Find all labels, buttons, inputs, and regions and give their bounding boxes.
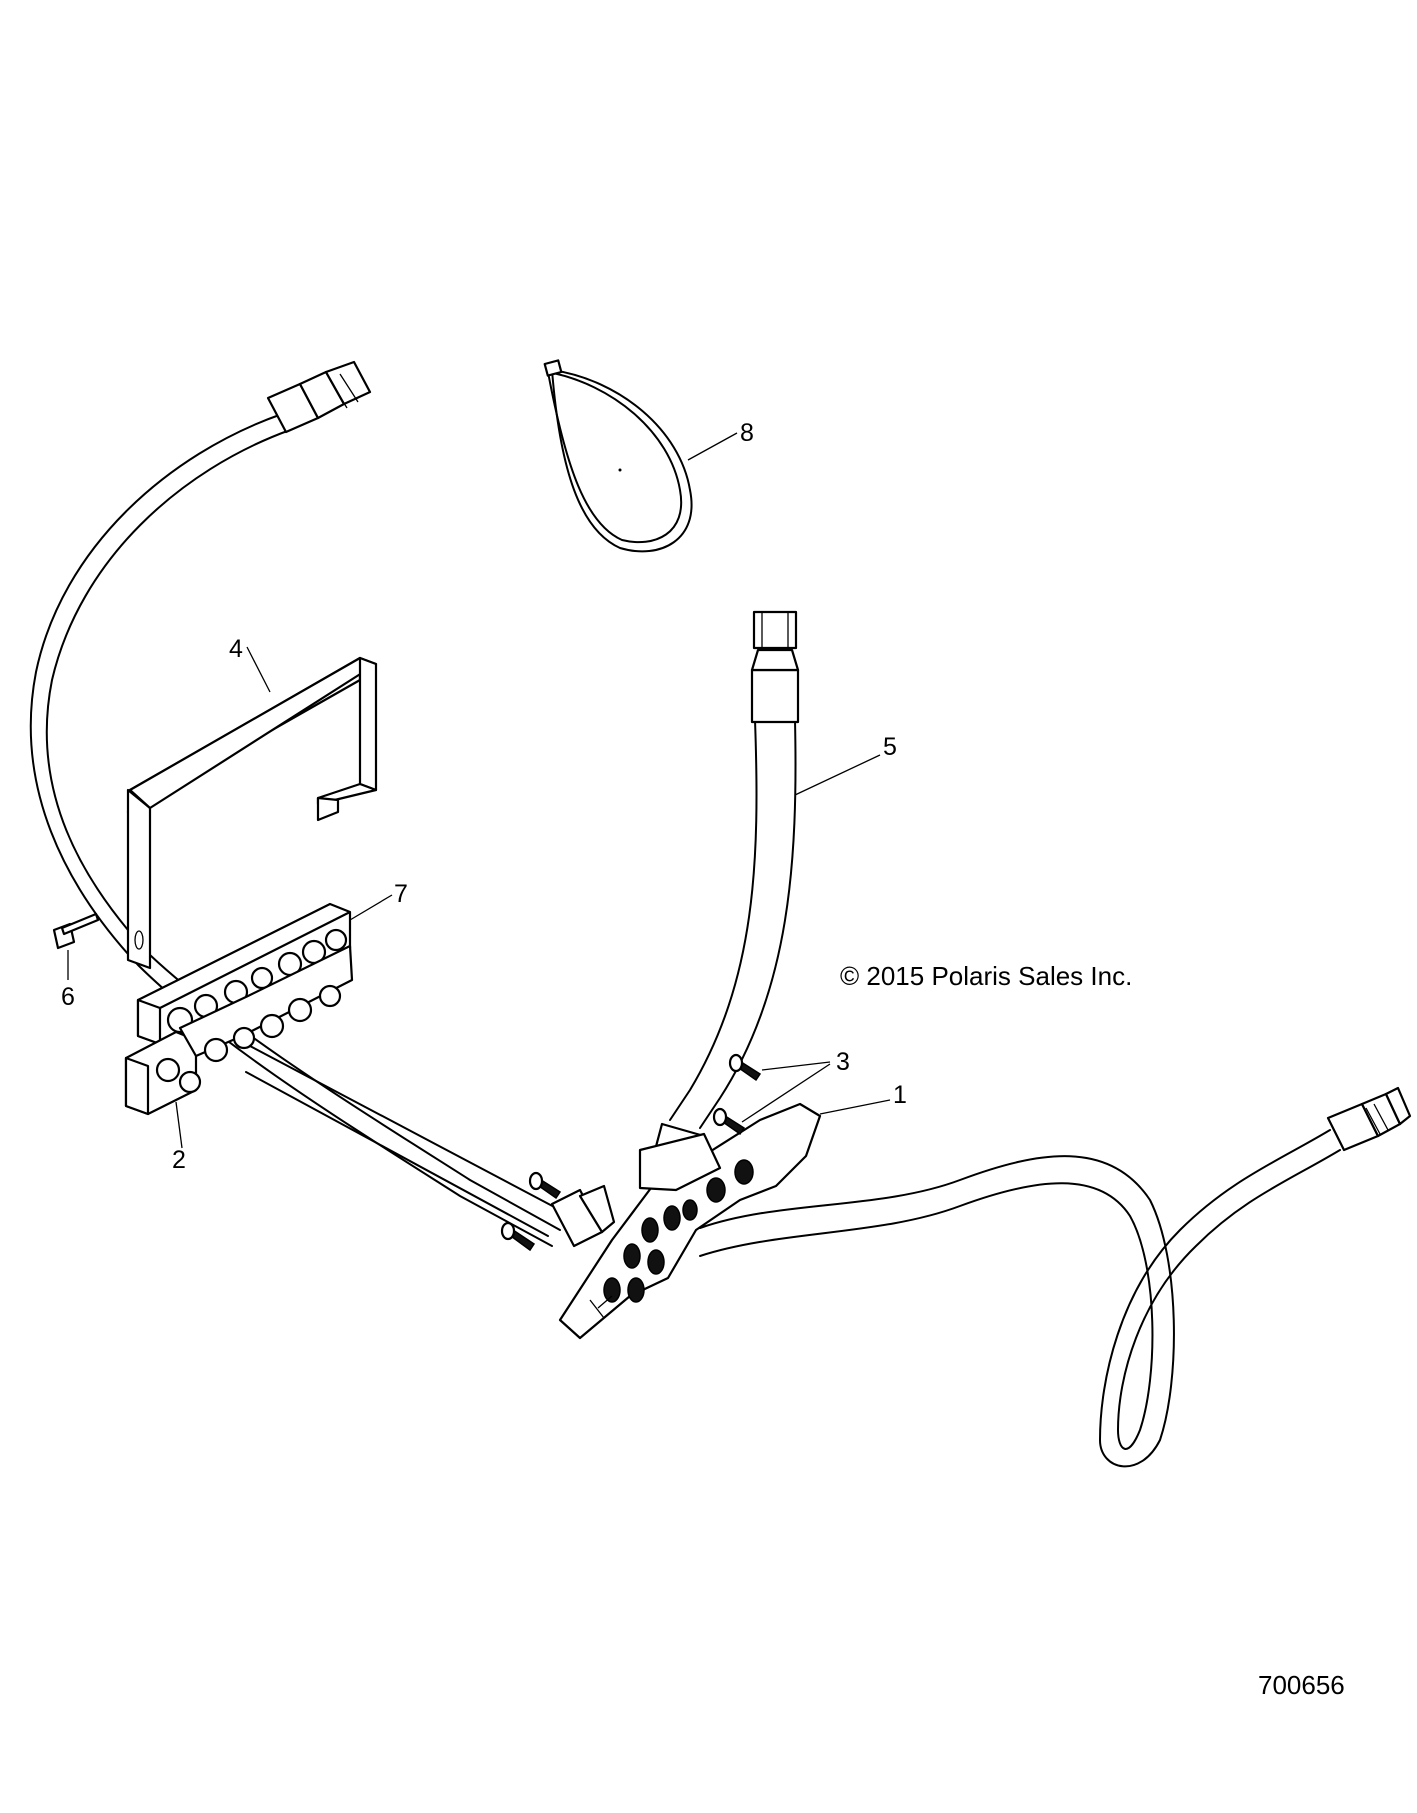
callout-2: 2 [172,1146,186,1174]
leader-7 [349,894,393,921]
hose-clamp-lower [124,944,354,1116]
leader-3a [761,1061,831,1071]
callout-4: 4 [229,635,243,663]
callout-6: 6 [61,983,75,1011]
leader-1 [819,1099,891,1115]
copyright-notice: © 2015 Polaris Sales Inc. [840,961,1132,991]
mounting-bracket [126,656,378,970]
callout-3: 3 [836,1048,850,1076]
document-number: 700656 [1258,1670,1345,1700]
manifold-plate [558,1102,822,1340]
leader-3b [741,1063,831,1123]
cable-tie [543,359,693,553]
callout-7: 7 [394,880,408,908]
leader-5 [794,754,881,796]
brake-line-center [245,1045,616,1248]
callout-1: 1 [893,1081,907,1109]
brake-line-left [29,360,561,1247]
leader-4 [246,646,271,693]
callout-8: 8 [740,419,754,447]
brake-line-vertical [652,610,800,1168]
brake-line-right [699,1086,1412,1468]
bolt [52,912,100,950]
leader-8 [687,432,738,461]
callout-5: 5 [883,733,897,761]
screws [500,1053,762,1252]
leader-2 [175,1101,183,1149]
